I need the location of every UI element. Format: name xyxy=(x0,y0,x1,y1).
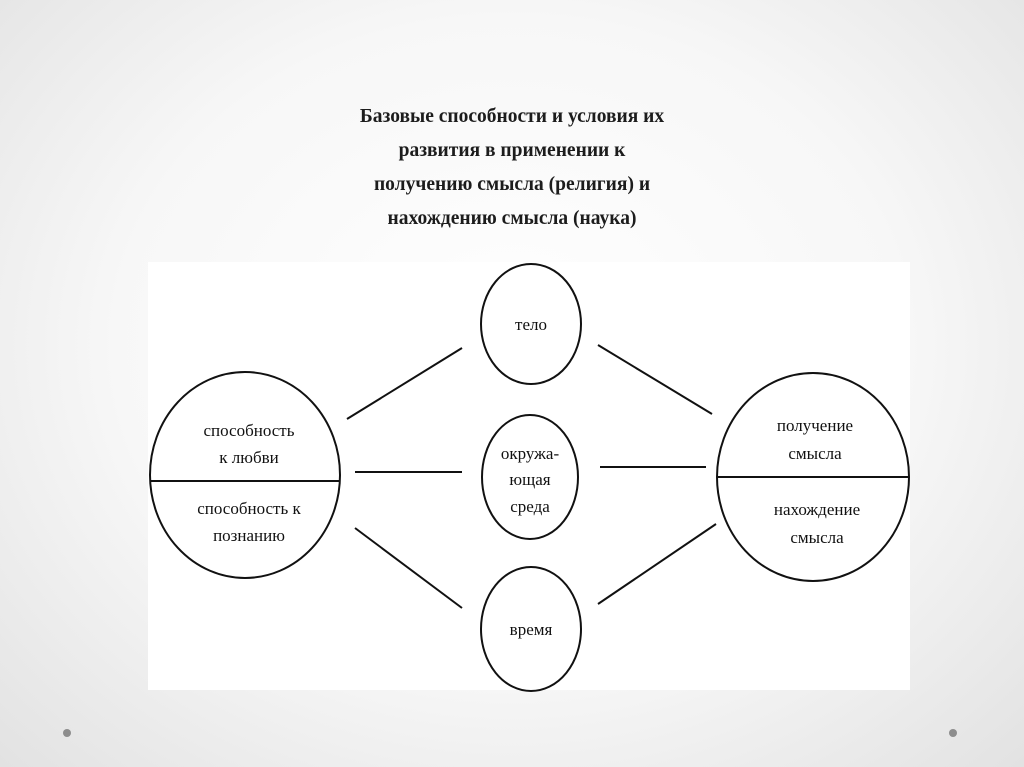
time-circle-outline xyxy=(480,566,582,692)
title-line: Базовые способности и условия их xyxy=(359,106,665,127)
time-circle: время xyxy=(480,566,582,692)
slide-corner-dot-left xyxy=(63,729,71,737)
right-circle-bottom-line: нахождение xyxy=(774,500,860,519)
body-circle-outline xyxy=(480,263,582,385)
environment-circle: окружа- ющая среда xyxy=(481,414,579,540)
left-circle-outline xyxy=(149,371,341,579)
environment-circle-line: окружа- xyxy=(501,444,560,463)
right-circle-top-line: получение xyxy=(777,416,853,435)
environment-circle-outline xyxy=(481,414,579,540)
connector-line xyxy=(597,344,713,415)
left-circle: способность к любви способность к познан… xyxy=(149,371,341,579)
left-circle-top-line: к любви xyxy=(219,448,278,467)
body-circle-label: тело xyxy=(515,315,547,334)
connector-line xyxy=(346,347,463,420)
left-circle-top-line: способность xyxy=(203,421,294,440)
title-line: получению смысла (религия) и xyxy=(373,174,651,195)
slide-corner-dot-right xyxy=(949,729,957,737)
title-line: развития в применении к xyxy=(398,140,626,161)
environment-circle-line: ющая xyxy=(509,470,550,489)
right-circle: получение смысла нахождение смысла xyxy=(716,372,910,582)
connector-line xyxy=(597,523,717,605)
environment-circle-line: среда xyxy=(510,497,550,516)
title-line: нахождению смысла (наука) xyxy=(387,208,637,229)
left-circle-bottom-line: познанию xyxy=(213,526,285,545)
connectors xyxy=(346,344,717,609)
diagram-title: Базовые способности и условия их развити… xyxy=(262,100,762,236)
body-circle: тело xyxy=(480,263,582,385)
left-circle-bottom-line: способность к xyxy=(197,499,301,518)
right-circle-outline xyxy=(716,372,910,582)
connector-line xyxy=(354,527,463,609)
right-circle-top-line: смысла xyxy=(788,444,842,463)
time-circle-label: время xyxy=(510,620,553,639)
right-circle-bottom-line: смысла xyxy=(790,528,844,547)
